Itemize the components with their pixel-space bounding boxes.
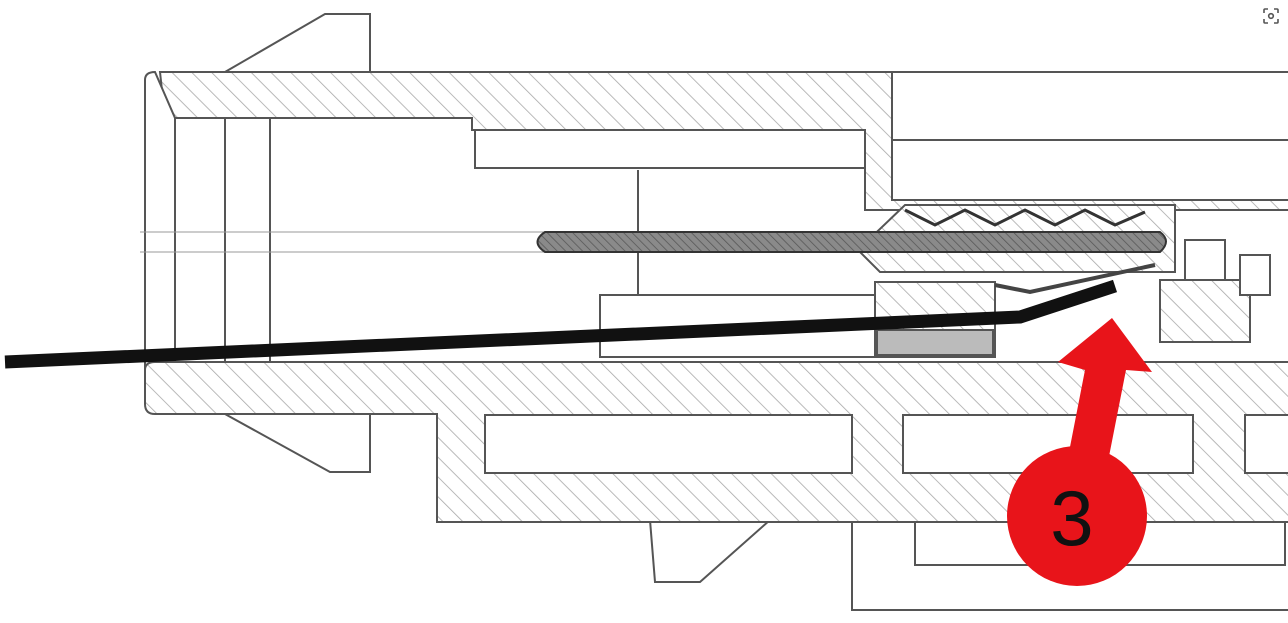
callout-circle bbox=[1007, 446, 1147, 586]
bottom-latch bbox=[224, 413, 371, 473]
top-latch bbox=[221, 13, 371, 73]
callout-label: 3 bbox=[1050, 474, 1093, 562]
lower-latch bbox=[648, 519, 773, 583]
slot-3 bbox=[1244, 414, 1288, 474]
slot-1 bbox=[484, 414, 853, 474]
wire bbox=[4, 279, 1118, 369]
visual-search-icon bbox=[1263, 8, 1279, 24]
callout-3: 3 bbox=[1007, 318, 1152, 586]
visual-search-button[interactable] bbox=[1254, 2, 1288, 30]
terminal-pin bbox=[536, 231, 1167, 253]
